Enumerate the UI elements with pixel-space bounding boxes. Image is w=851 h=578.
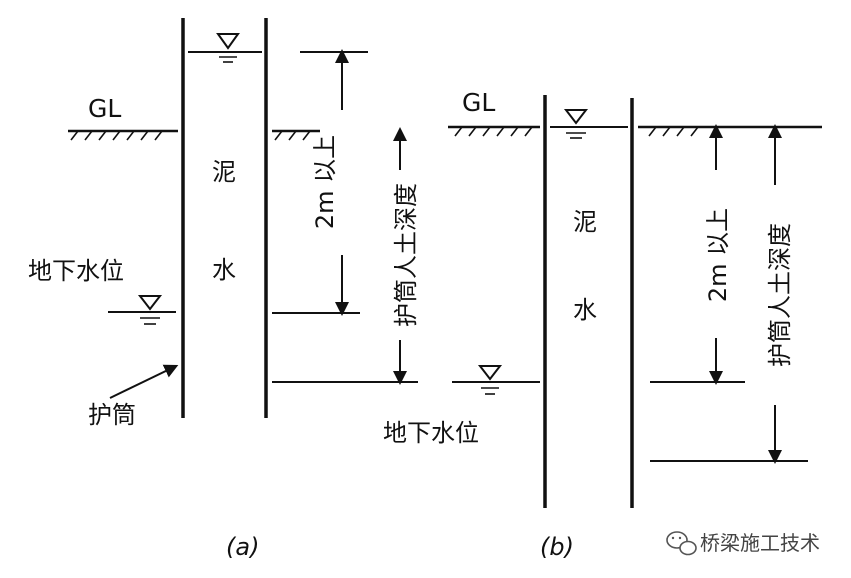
slurry-label-char2-b: 水 [573,296,597,324]
slurry-level-marker-b [550,109,628,139]
groundwater-level-marker-a [108,295,176,325]
caption-b: (b) [540,533,574,561]
groundwater-label-a: 地下水位 [28,257,124,285]
slurry-label-char1-a: 泥 [212,158,236,186]
watermark-text: 桥梁施工技术 [700,531,820,555]
dim-depth-label-b: 护筒人土深度 [766,223,794,367]
ground-level-label-b: GL [462,88,495,117]
watermark: 桥梁施工技术 [666,531,820,556]
diagram-a: GL 泥 水 地下水位 护筒 2m 以上 [28,18,420,561]
casing-leader-arrow-a [109,364,179,399]
ground-surface-right-a [272,129,320,141]
ground-surface-left-a [68,129,178,141]
dim-2m-label-a: 2m 以上 [311,135,339,229]
slurry-label-char2-a: 水 [212,256,236,284]
dim-depth-label-a: 护筒人土深度 [392,183,420,327]
ground-level-label-a: GL [88,94,121,123]
groundwater-label-b: 地下水位 [383,419,479,447]
diagram-b: GL 泥 水 地下水位 2m 以上 [383,88,822,561]
ground-surface-left-b [448,125,540,137]
slurry-level-marker-a [188,33,262,63]
caption-a: (a) [226,533,259,561]
casing-label-a: 护筒 [88,401,136,429]
wechat-logo-icon [666,531,697,556]
dim-2m-label-b: 2m 以上 [704,208,732,302]
slurry-label-char1-b: 泥 [573,208,597,236]
ground-surface-right-b [638,125,822,137]
groundwater-level-marker-b [452,365,540,395]
